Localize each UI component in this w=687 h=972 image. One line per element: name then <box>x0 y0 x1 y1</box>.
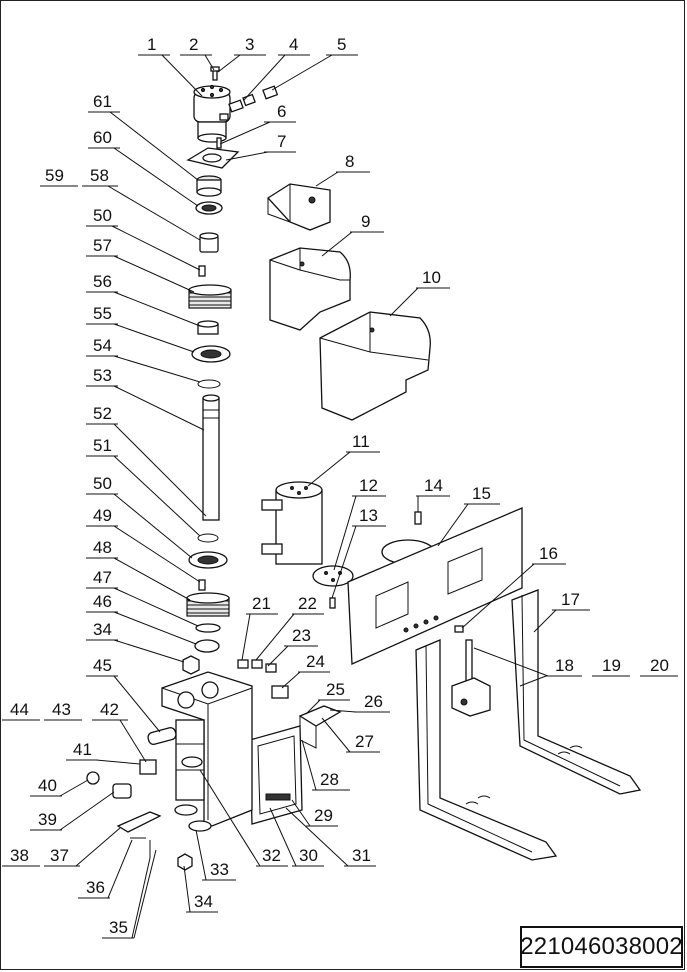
callout-43: 43 <box>52 700 71 719</box>
valve-body <box>161 671 253 827</box>
callout-54: 54 <box>93 336 112 355</box>
callout-4: 4 <box>289 35 298 54</box>
callout-10: 10 <box>422 268 441 287</box>
callout-40: 40 <box>38 776 57 795</box>
callout-51: 51 <box>93 436 112 455</box>
callout-60: 60 <box>93 128 112 147</box>
callout-37: 37 <box>50 846 69 865</box>
callout-34-lower: 34 <box>194 892 213 911</box>
callout-41: 41 <box>73 740 92 759</box>
drawing-number: 221046038002 <box>520 926 683 968</box>
gear-upper <box>188 284 232 309</box>
callout-21: 21 <box>252 594 271 613</box>
bracket-8 <box>266 183 331 231</box>
callout-26: 26 <box>364 692 383 711</box>
callout-52: 52 <box>93 404 112 423</box>
side-frame <box>249 725 303 825</box>
callout-labels: 1 2 3 4 5 6 7 8 9 10 11 12 13 14 15 16 1… <box>10 35 669 937</box>
callout-58: 58 <box>90 166 109 185</box>
fork-17 <box>511 589 642 795</box>
housing-11 <box>261 481 323 565</box>
callout-19: 19 <box>602 656 621 675</box>
callout-36: 36 <box>86 878 105 897</box>
callout-57: 57 <box>93 236 112 255</box>
callout-24: 24 <box>306 652 325 671</box>
callout-1: 1 <box>147 35 156 54</box>
callout-45: 45 <box>93 656 112 675</box>
callout-17: 17 <box>561 590 580 609</box>
callout-23: 23 <box>292 626 311 645</box>
callout-11: 11 <box>352 432 370 451</box>
callout-30: 30 <box>299 846 318 865</box>
callout-29: 29 <box>314 806 333 825</box>
fork-stop-block <box>451 639 491 717</box>
callout-15: 15 <box>472 484 491 503</box>
callout-34-upper: 34 <box>93 620 112 639</box>
callout-5: 5 <box>337 35 346 54</box>
callout-50-lower: 50 <box>93 474 112 493</box>
callout-44: 44 <box>10 700 29 719</box>
rotary-motor <box>193 84 231 143</box>
cover-10 <box>319 311 431 421</box>
callout-32: 32 <box>262 846 281 865</box>
callout-42: 42 <box>100 700 119 719</box>
main-shaft <box>202 394 220 521</box>
cover-9 <box>269 247 351 331</box>
fork-left <box>415 639 558 861</box>
callout-38: 38 <box>10 846 29 865</box>
callout-3: 3 <box>245 35 254 54</box>
callout-55: 55 <box>93 304 112 323</box>
callout-22: 22 <box>298 594 317 613</box>
leader-lines <box>2 54 678 939</box>
callout-7: 7 <box>277 132 286 151</box>
callout-50-upper: 50 <box>93 206 112 225</box>
callout-16: 16 <box>539 544 558 563</box>
callout-31: 31 <box>352 846 371 865</box>
callout-8: 8 <box>345 152 354 171</box>
callout-39: 39 <box>38 810 57 829</box>
callout-53: 53 <box>93 366 112 385</box>
callout-46: 46 <box>93 592 112 611</box>
callout-18: 18 <box>555 656 574 675</box>
callout-14: 14 <box>424 476 443 495</box>
callout-47: 47 <box>93 568 112 587</box>
callout-56: 56 <box>93 272 112 291</box>
callout-33: 33 <box>210 860 229 879</box>
callout-25: 25 <box>326 680 345 699</box>
callout-2: 2 <box>189 35 198 54</box>
callout-9: 9 <box>361 212 370 231</box>
callout-48: 48 <box>93 538 112 557</box>
callout-59: 59 <box>45 166 64 185</box>
callout-12: 12 <box>359 476 378 495</box>
callout-13: 13 <box>359 506 378 525</box>
callout-61: 61 <box>93 92 112 111</box>
callout-20: 20 <box>650 656 669 675</box>
callout-28: 28 <box>320 770 339 789</box>
callout-27: 27 <box>355 732 374 751</box>
callout-6: 6 <box>277 102 286 121</box>
carriage-plate-15 <box>347 507 523 665</box>
callout-35: 35 <box>109 918 128 937</box>
callout-49: 49 <box>93 506 112 525</box>
